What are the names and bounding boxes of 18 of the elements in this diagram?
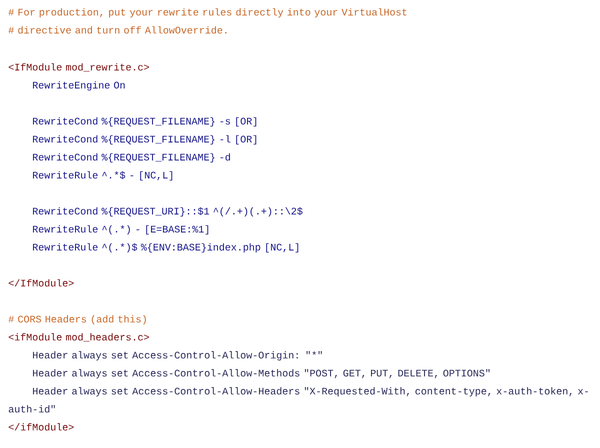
- code-line: RewriteEngine On: [33, 81, 125, 91]
- code-line: RewriteCond %{REQUEST_URI}::$1 ^(/.+)(.+)::\2$: [33, 207, 302, 217]
- code-line: RewriteCond %{REQUEST_FILENAME} -l [OR]: [33, 135, 256, 145]
- code-comment: # directive and turn off AllowOverride.: [8, 26, 226, 34]
- code-line: RewriteCond %{REQUEST_FILENAME} -s [OR]: [33, 117, 256, 127]
- code-line: <IfModule mod_rewrite.c>: [8, 63, 149, 72]
- code-line: RewriteRule ^.*$ - [NC,L]: [33, 171, 172, 181]
- code-line: RewriteCond %{REQUEST_FILENAME} -d: [33, 153, 230, 163]
- code-comment: # CORS Headers (add this): [8, 315, 146, 325]
- code-line: RewriteRule ^(.*)$ %{ENV:BASE}index.php [NC,L]: [33, 243, 298, 253]
- code-line: Header always set Access-Control-Allow-Origin: "*": [33, 351, 322, 361]
- code-line: Header always set Access-Control-Allow-Headers "X-Requested-With, content-type, x-auth-token, x-auth-id": [8, 387, 588, 413]
- code-line: Header always set Access-Control-Allow-Methods "POST, GET, PUT, DELETE, OPTIONS": [33, 369, 490, 379]
- code-line: <ifModule mod_headers.c>: [8, 333, 149, 342]
- code-line: RewriteRule ^(.*) - [E=BASE:%1]: [33, 225, 208, 235]
- code-line: </IfModule>: [8, 279, 74, 287]
- code-comment: # For production, put your rewrite rules directly into your VirtualHost: [8, 8, 406, 18]
- code-line: </ifModule>: [8, 423, 74, 431]
